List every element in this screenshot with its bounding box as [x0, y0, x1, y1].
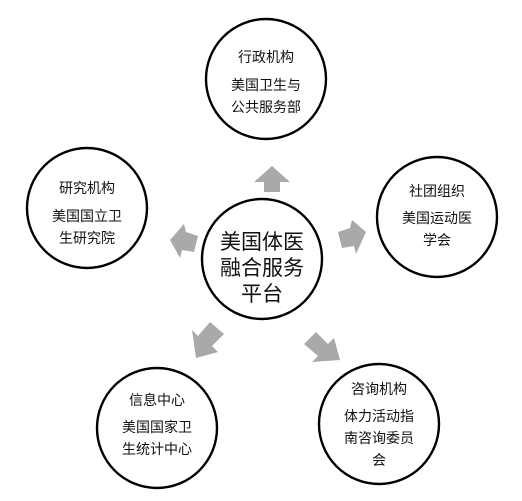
node-right-line-1: 社团组织: [409, 184, 465, 200]
arrow-down-right-icon: [304, 332, 340, 362]
node-bottom-left-circle: [95, 366, 219, 490]
node-left-circle: [25, 146, 149, 270]
node-bottom-right-line-2: 体力活动指: [344, 409, 414, 425]
node-bottom-left-line-2: 美国国家卫: [122, 419, 192, 436]
arrow-up-icon: [254, 166, 290, 192]
node-left-line-2: 美国国立卫: [52, 209, 122, 225]
arrow-right-icon: [338, 220, 366, 254]
center-line-3: 平台: [241, 282, 283, 306]
node-top-circle: [204, 17, 328, 141]
node-left-line-1: 研究机构: [59, 181, 115, 197]
node-left: 研究机构 美国国立卫 生研究院: [25, 146, 149, 270]
node-top: 行政机构 美国卫生与 公共服务部: [204, 17, 328, 141]
node-top-line-2: 美国卫生与: [231, 78, 301, 94]
node-bottom-right-line-1: 咨询机构: [351, 382, 407, 398]
node-top-line-3: 公共服务部: [231, 100, 301, 116]
node-bottom-right-line-3: 南咨询委员: [344, 431, 414, 447]
node-left-line-3: 生研究院: [59, 231, 115, 247]
center-line-2: 融合服务: [220, 256, 304, 280]
node-right: 社团组织 美国运动医 学会: [375, 155, 499, 279]
node-bottom-right-line-4: 会: [372, 453, 386, 469]
arrow-left-icon: [170, 224, 198, 258]
node-bottom-right: 咨询机构 体力活动指 南咨询委员 会: [317, 362, 441, 486]
node-top-line-1: 行政机构: [238, 50, 294, 66]
arrow-down-left-icon: [192, 322, 224, 358]
node-right-line-3: 学会: [423, 233, 451, 249]
node-bottom-left: 信息中心 美国国家卫 生统计中心: [95, 366, 219, 490]
node-bottom-right-circle: [317, 362, 441, 486]
node-bottom-left-line-3: 生统计中心: [122, 442, 192, 458]
center-line-1: 美国体医: [220, 230, 304, 254]
node-right-line-2: 美国运动医: [402, 211, 472, 227]
node-right-circle: [375, 155, 499, 279]
node-bottom-left-line-1: 信息中心: [129, 392, 185, 409]
center-node: 美国体医 融合服务 平台: [200, 197, 324, 321]
center-circle: [200, 197, 324, 321]
